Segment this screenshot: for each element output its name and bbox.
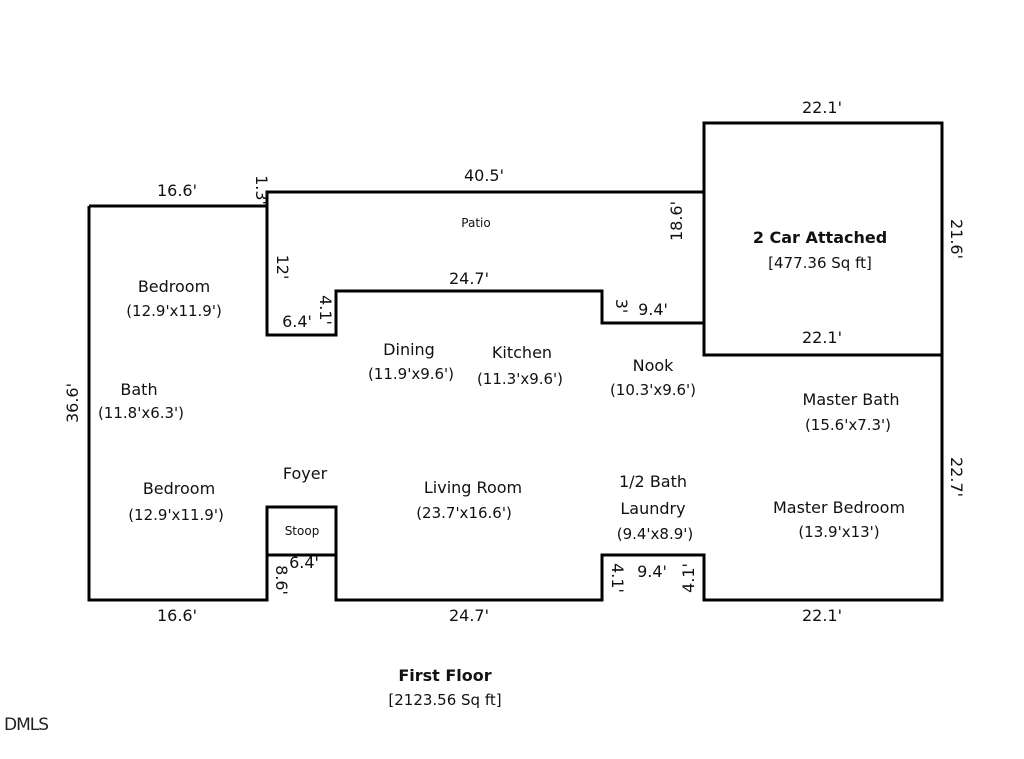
dim-bottom-left: 16.6' xyxy=(157,606,197,625)
dim-garage-top: 22.1' xyxy=(802,98,842,117)
floor-title: First Floor xyxy=(398,666,491,685)
bath-name: Bath xyxy=(120,380,157,399)
dim-laundry-h: 9.4' xyxy=(637,562,667,581)
dim-garage-bottom: 22.1' xyxy=(802,328,842,347)
dim-patio-notch-left: 1.3' xyxy=(252,175,271,205)
half-bath-name: 1/2 Bath xyxy=(619,472,687,491)
bedroom-lower-size: (12.9'x11.9') xyxy=(128,506,224,524)
master-bath-name: Master Bath xyxy=(803,390,900,409)
dining-size: (11.9'x9.6') xyxy=(368,365,454,383)
bedroom-lower-name: Bedroom xyxy=(143,479,215,498)
nook-size: (10.3'x9.6') xyxy=(610,381,696,399)
dim-step-left-h: 6.4' xyxy=(282,312,312,331)
living-room-size: (23.7'x16.6') xyxy=(416,504,512,522)
dim-stoop-v: 8.6' xyxy=(272,565,291,595)
bedroom-upper-name: Bedroom xyxy=(138,277,210,296)
dim-laundry-v-left: 4.1' xyxy=(608,563,627,593)
garage-label: 2 Car Attached xyxy=(753,228,887,247)
house-outline xyxy=(87,190,944,602)
bedroom-upper-size: (12.9'x11.9') xyxy=(126,302,222,320)
garage-outline xyxy=(702,121,944,357)
foyer-label: Foyer xyxy=(283,464,328,483)
garage-area: [477.36 Sq ft] xyxy=(768,254,872,272)
dim-nook-step-v: 3' xyxy=(612,299,631,314)
dining-name: Dining xyxy=(383,340,435,359)
floor-total-area: [2123.56 Sq ft] xyxy=(388,691,501,709)
master-bedroom-name: Master Bedroom xyxy=(773,498,905,517)
dim-patio-top: 40.5' xyxy=(464,166,504,185)
dim-dining-top: 24.7' xyxy=(449,269,489,288)
patio-label: Patio xyxy=(461,216,490,230)
bath-size: (11.8'x6.3') xyxy=(98,404,184,422)
stoop-label: Stoop xyxy=(285,524,320,538)
laundry-name: Laundry xyxy=(620,499,685,518)
dim-left-side: 36.6' xyxy=(63,383,82,423)
dim-nook-step-h: 9.4' xyxy=(638,300,668,319)
nook-name: Nook xyxy=(633,356,675,375)
dim-garage-right: 21.6' xyxy=(947,219,966,259)
master-bath-size: (15.6'x7.3') xyxy=(805,416,891,434)
dim-right-side: 22.7' xyxy=(947,457,966,497)
dim-laundry-v-right: 4.1' xyxy=(679,563,698,593)
dim-step-left-v: 4.1' xyxy=(316,295,335,325)
dim-bottom-right: 22.1' xyxy=(802,606,842,625)
master-bedroom-size: (13.9'x13') xyxy=(798,523,879,541)
dim-top-left: 16.6' xyxy=(157,181,197,200)
dim-bottom-mid: 24.7' xyxy=(449,606,489,625)
kitchen-size: (11.3'x9.6') xyxy=(477,370,563,388)
laundry-size: (9.4'x8.9') xyxy=(617,525,694,543)
living-room-name: Living Room xyxy=(424,478,522,497)
dim-patio-right: 18.6' xyxy=(667,201,686,241)
dim-stoop-h: 6.4' xyxy=(289,553,319,572)
dmls-watermark: DMLS xyxy=(4,715,48,735)
kitchen-name: Kitchen xyxy=(492,343,552,362)
stoop-outline xyxy=(265,505,338,557)
dim-patio-left: 12' xyxy=(273,255,292,280)
